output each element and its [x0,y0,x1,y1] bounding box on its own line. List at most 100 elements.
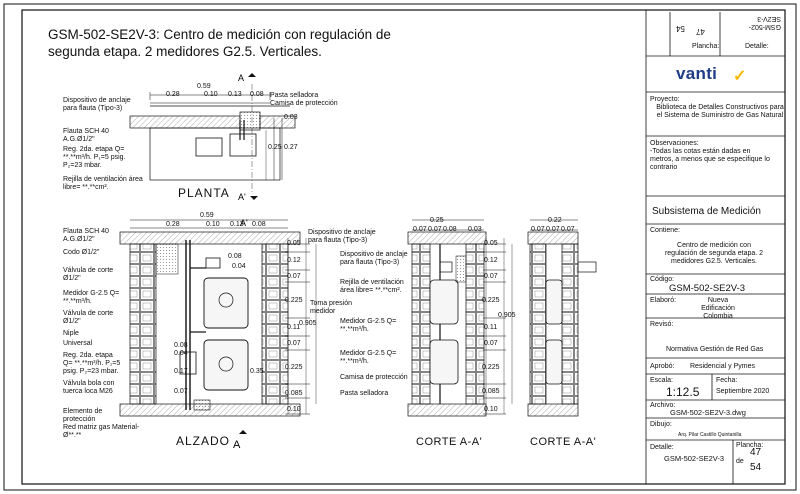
corte2-wall-left [529,243,547,405]
alzado-dim-i5: 0.35 [250,368,264,375]
planta-dim-010: 0.10 [204,91,218,98]
corte1-dim-r5: 0.905 [498,312,516,319]
alzado-dim-i2: 0.08 [174,342,188,349]
tb-archivo: GSM-502-SE2V-3.dwg [670,408,746,417]
alzado-valve-1 [205,257,221,269]
corte1-view [407,219,513,417]
inner-border [21,9,786,485]
corte1-dim-008: 0.08 [443,226,457,233]
alzado-dim-r7: 0.225 [285,364,303,371]
tb-fecha: Septiembre 2020 [716,388,770,395]
alzado-dim-i0: 0.08 [228,253,242,260]
corte1-view-title: CORTE A-A' [416,436,483,448]
corte1-dim-007b: 0.07 [428,226,442,233]
alzado-dim-r8: 0.085 [285,390,303,397]
tb-detalle-lbl: Detalle: [650,444,674,451]
corte1-med2-label: Medidor G-2.5 Q= **.**m³/h. [340,350,397,365]
corte1-meter-1 [429,279,459,325]
planta-sleeve [239,111,261,131]
tb-archivo-lbl: Archivo: [650,402,676,409]
tb-detalle: GSM-502-SE2V-3 [664,454,725,463]
alzado-medidor-label: Medidor G-2.5 Q= **.**m³/h. [63,290,120,305]
corte1-wall-right [465,243,485,405]
planta-view-title: PLANTA [178,186,230,200]
alzado-flauta-label: Flauta SCH 40 A.G.Ø1/2" [63,228,109,243]
planta-dim-028: 0.28 [166,91,180,98]
corte2-dim-022: 0.22 [548,217,562,224]
alzado-dim-r6: 0.07 [287,340,301,347]
alzado-dim-r2: 0.07 [287,273,301,280]
planta-pasta-label: Pasta selladora [270,92,319,99]
alzado-protection [193,399,211,411]
alzado-anclaje-label: Dispositivo de anclaje para flauta (Tipo… [308,229,376,244]
tb-elaboro: Nueva Edificación Colombia [701,297,735,320]
tb-normativa: Normativa Gestión de Red Gas [666,346,764,353]
brand-logo: vanti [676,64,718,83]
corte1-meter-2 [429,339,459,385]
corte2-view [527,219,597,417]
tb-sidebar-code: GSM-502-SE2V-3 [748,15,781,30]
corte1-dim-r3: 0.225 [482,297,500,304]
sheet-title: GSM-502-SE2V-3: Centro de medición con r… [48,27,391,59]
planta-dim-027: 0.27 [284,144,298,151]
tb-contiene-lbl: Contiene: [650,227,680,234]
corte1-dim-r7: 0.225 [482,364,500,371]
logo-check-icon: ✓ [733,68,747,85]
corte1-dim-r2: 0.07 [484,273,498,280]
tb-reviso-lbl: Revisó: [650,321,674,328]
planta-a2-label: A' [238,192,246,202]
tb-proyecto: Biblioteca de Detalles Constructivos par… [656,104,784,119]
planta-camisa-label: Camisa de protección [270,100,338,107]
corte1-dim-r4: 0.11 [484,324,498,331]
titleblock-frame [645,10,785,484]
alzado-dim-i3: 0.04 [174,350,188,357]
alzado-niple-label: Niple [63,330,79,337]
tb-codigo: GSM-502-SE2V-3 [669,283,746,294]
corte2-view-title: CORTE A-A' [530,436,597,448]
alzado-universal-label: Universal [63,340,93,347]
tb-escala-lbl: Escala: [650,377,673,384]
alzado-codo-label: Codo Ø1/2" [63,249,100,256]
planta-flauta-label: Flauta SCH 40 A.G.Ø1/2" [63,128,109,143]
corte1-dim-r8: 0.085 [482,388,500,395]
alzado-dim-r1: 0.12 [287,257,301,264]
corte1-camisa-label: Camisa de protección [340,374,408,381]
corte1-dim-r6: 0.07 [484,340,498,347]
alzado-dim-013: 0.13 [230,221,244,228]
corte2-dim-007b: 0.07 [546,226,560,233]
alzado-valvula1-label: Válvula de corte Ø1/2" [63,267,114,282]
alzado-dim-i1: 0.04 [232,263,246,270]
alzado-meter-1 [203,277,249,329]
corte1-dim-007a: 0.07 [413,226,427,233]
alzado-dim-059: 0.59 [200,212,214,219]
corte2-dim-007c: 0.07 [561,226,575,233]
tb-escala: 1:12.5 [666,385,700,399]
planta-meter [229,133,257,157]
planta-anclaje-label: Dispositivo de anclaje para flauta (Tipo… [63,97,131,112]
corte1-pasta-label: Pasta selladora [340,390,389,397]
corte1-dim-025: 0.25 [430,217,444,224]
corte1-dim-r9: 0.10 [484,406,498,413]
planta-dim-025: 0.25 [268,144,282,151]
tb-plancha-de: de [736,458,744,465]
alzado-dim-008: 0.08 [252,221,266,228]
alzado-valvula2-label: Válvula de corte Ø1/2" [63,310,114,325]
planta-view: A A' [129,73,296,202]
tb-codigo-lbl: Código: [650,276,675,283]
alzado-top-slab [119,231,301,245]
tb-sidebar-47: 47 [696,27,705,36]
tb-sidebar-plancha: Plancha: [692,43,720,50]
alzado-dim-r0: 0.05 [287,240,301,247]
alzado-meter-2 [203,339,249,391]
alzado-dim-r9: 0.10 [287,406,301,413]
tb-plancha-total: 54 [750,462,762,473]
tb-obs-lbl: Observaciones: [650,140,699,147]
corte1-dim-r0: 0.05 [484,240,498,247]
tb-contiene: Centro de medición con regulación de seg… [664,242,764,265]
alzado-a-label: A [233,439,241,451]
alzado-elemento-label: Elemento de protección [63,408,103,423]
alzado-vent-grille [155,243,179,275]
alzado-toma-label: Toma presión medidor [310,300,353,315]
